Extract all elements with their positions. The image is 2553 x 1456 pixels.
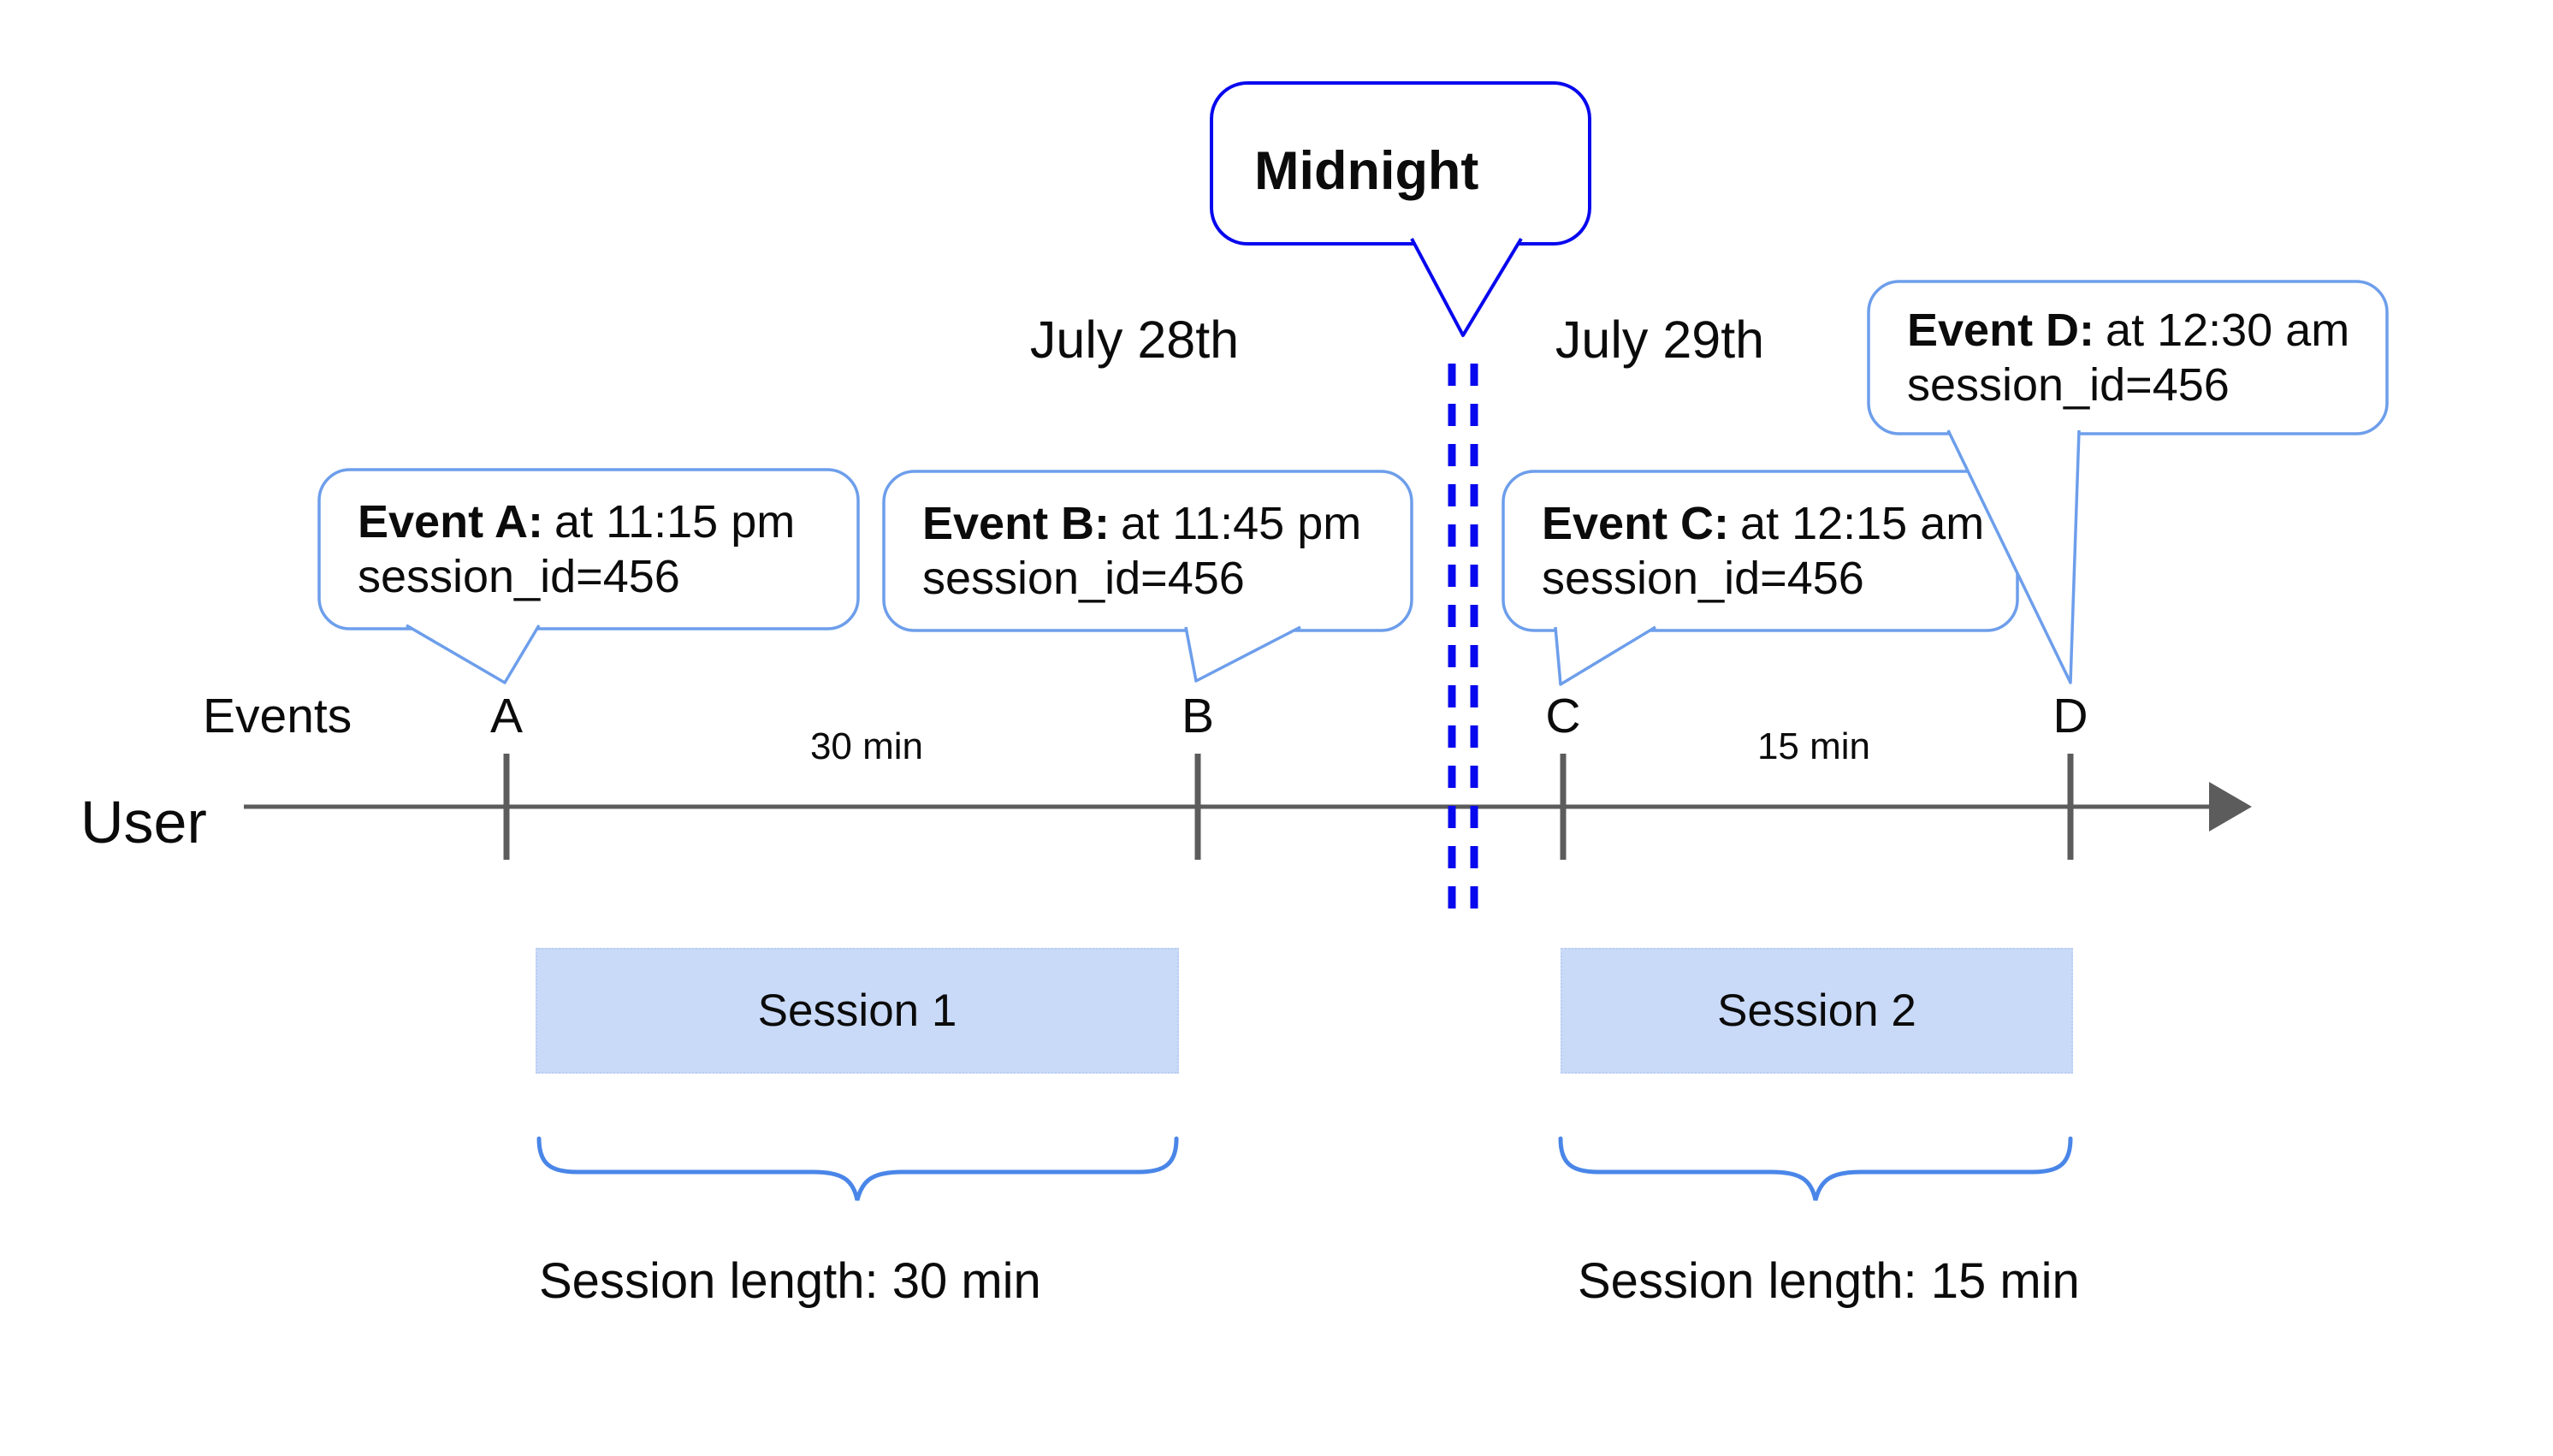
event-b-bubble-text: Event B:at 11:45 pm session_id=456 (884, 471, 1412, 630)
event-d-session-line: session_id=456 (1907, 359, 2230, 411)
session-2-brace (1558, 1136, 2073, 1201)
event-d-time: at 12:30 am (2106, 305, 2350, 356)
gap-label-15-min: 15 min (1756, 725, 1871, 767)
session-1-length-label: Session length: 30 min (539, 1253, 1041, 1309)
event-d-title: Event D: (1907, 305, 2095, 356)
session-2-length-label: Session length: 15 min (1578, 1253, 2080, 1309)
event-c-bubble-text: Event C:at 12:15 am session_id=456 (1503, 471, 2017, 630)
event-d-bubble-text: Event D:at 12:30 am session_id=456 (1869, 281, 2387, 434)
user-row-label: User (80, 789, 207, 855)
date-label-july-29: July 29th (1555, 311, 1765, 369)
tick-label-d: D (2052, 689, 2088, 743)
event-c-time: at 12:15 am (1740, 498, 1985, 549)
event-a-session-line: session_id=456 (358, 551, 680, 602)
event-a-bubble-tail (406, 624, 541, 684)
events-row-label: Events (203, 689, 352, 743)
event-d-title-line: Event D:at 12:30 am (1907, 303, 2387, 358)
session-2-label: Session 2 (1717, 985, 1916, 1036)
event-a-bubble-text: Event A:at 11:15 pm session_id=456 (319, 470, 858, 629)
session-1-label: Session 1 (757, 985, 957, 1036)
session-1-box: Session 1 (536, 948, 1179, 1074)
event-b-title: Event B: (922, 498, 1111, 549)
tick-label-a: A (489, 689, 524, 743)
date-label-july-28: July 28th (1029, 311, 1240, 369)
tick-label-c: C (1545, 689, 1581, 743)
session-1-brace (536, 1136, 1179, 1201)
gap-label-30-min: 30 min (809, 725, 924, 767)
event-a-title: Event A: (358, 496, 544, 547)
session-2-box: Session 2 (1561, 948, 2073, 1074)
event-b-bubble-tail (1184, 625, 1301, 683)
event-b-time: at 11:45 pm (1121, 498, 1362, 549)
midnight-bubble-label: Midnight (1254, 141, 1479, 201)
event-c-bubble-tail (1554, 625, 1656, 686)
event-a-title-line: Event A:at 11:15 pm (358, 494, 858, 549)
event-c-session-line: session_id=456 (1542, 553, 1864, 604)
event-b-title-line: Event B:at 11:45 pm (922, 496, 1412, 551)
event-b-session-line: session_id=456 (922, 553, 1245, 604)
midnight-bubble-tail (1410, 237, 1523, 337)
timeline-arrowhead-icon (2209, 782, 2252, 832)
event-c-title: Event C: (1542, 498, 1730, 549)
tick-label-b: B (1181, 689, 1215, 743)
event-a-time: at 11:15 pm (554, 496, 796, 547)
event-c-title-line: Event C:at 12:15 am (1542, 496, 2017, 551)
